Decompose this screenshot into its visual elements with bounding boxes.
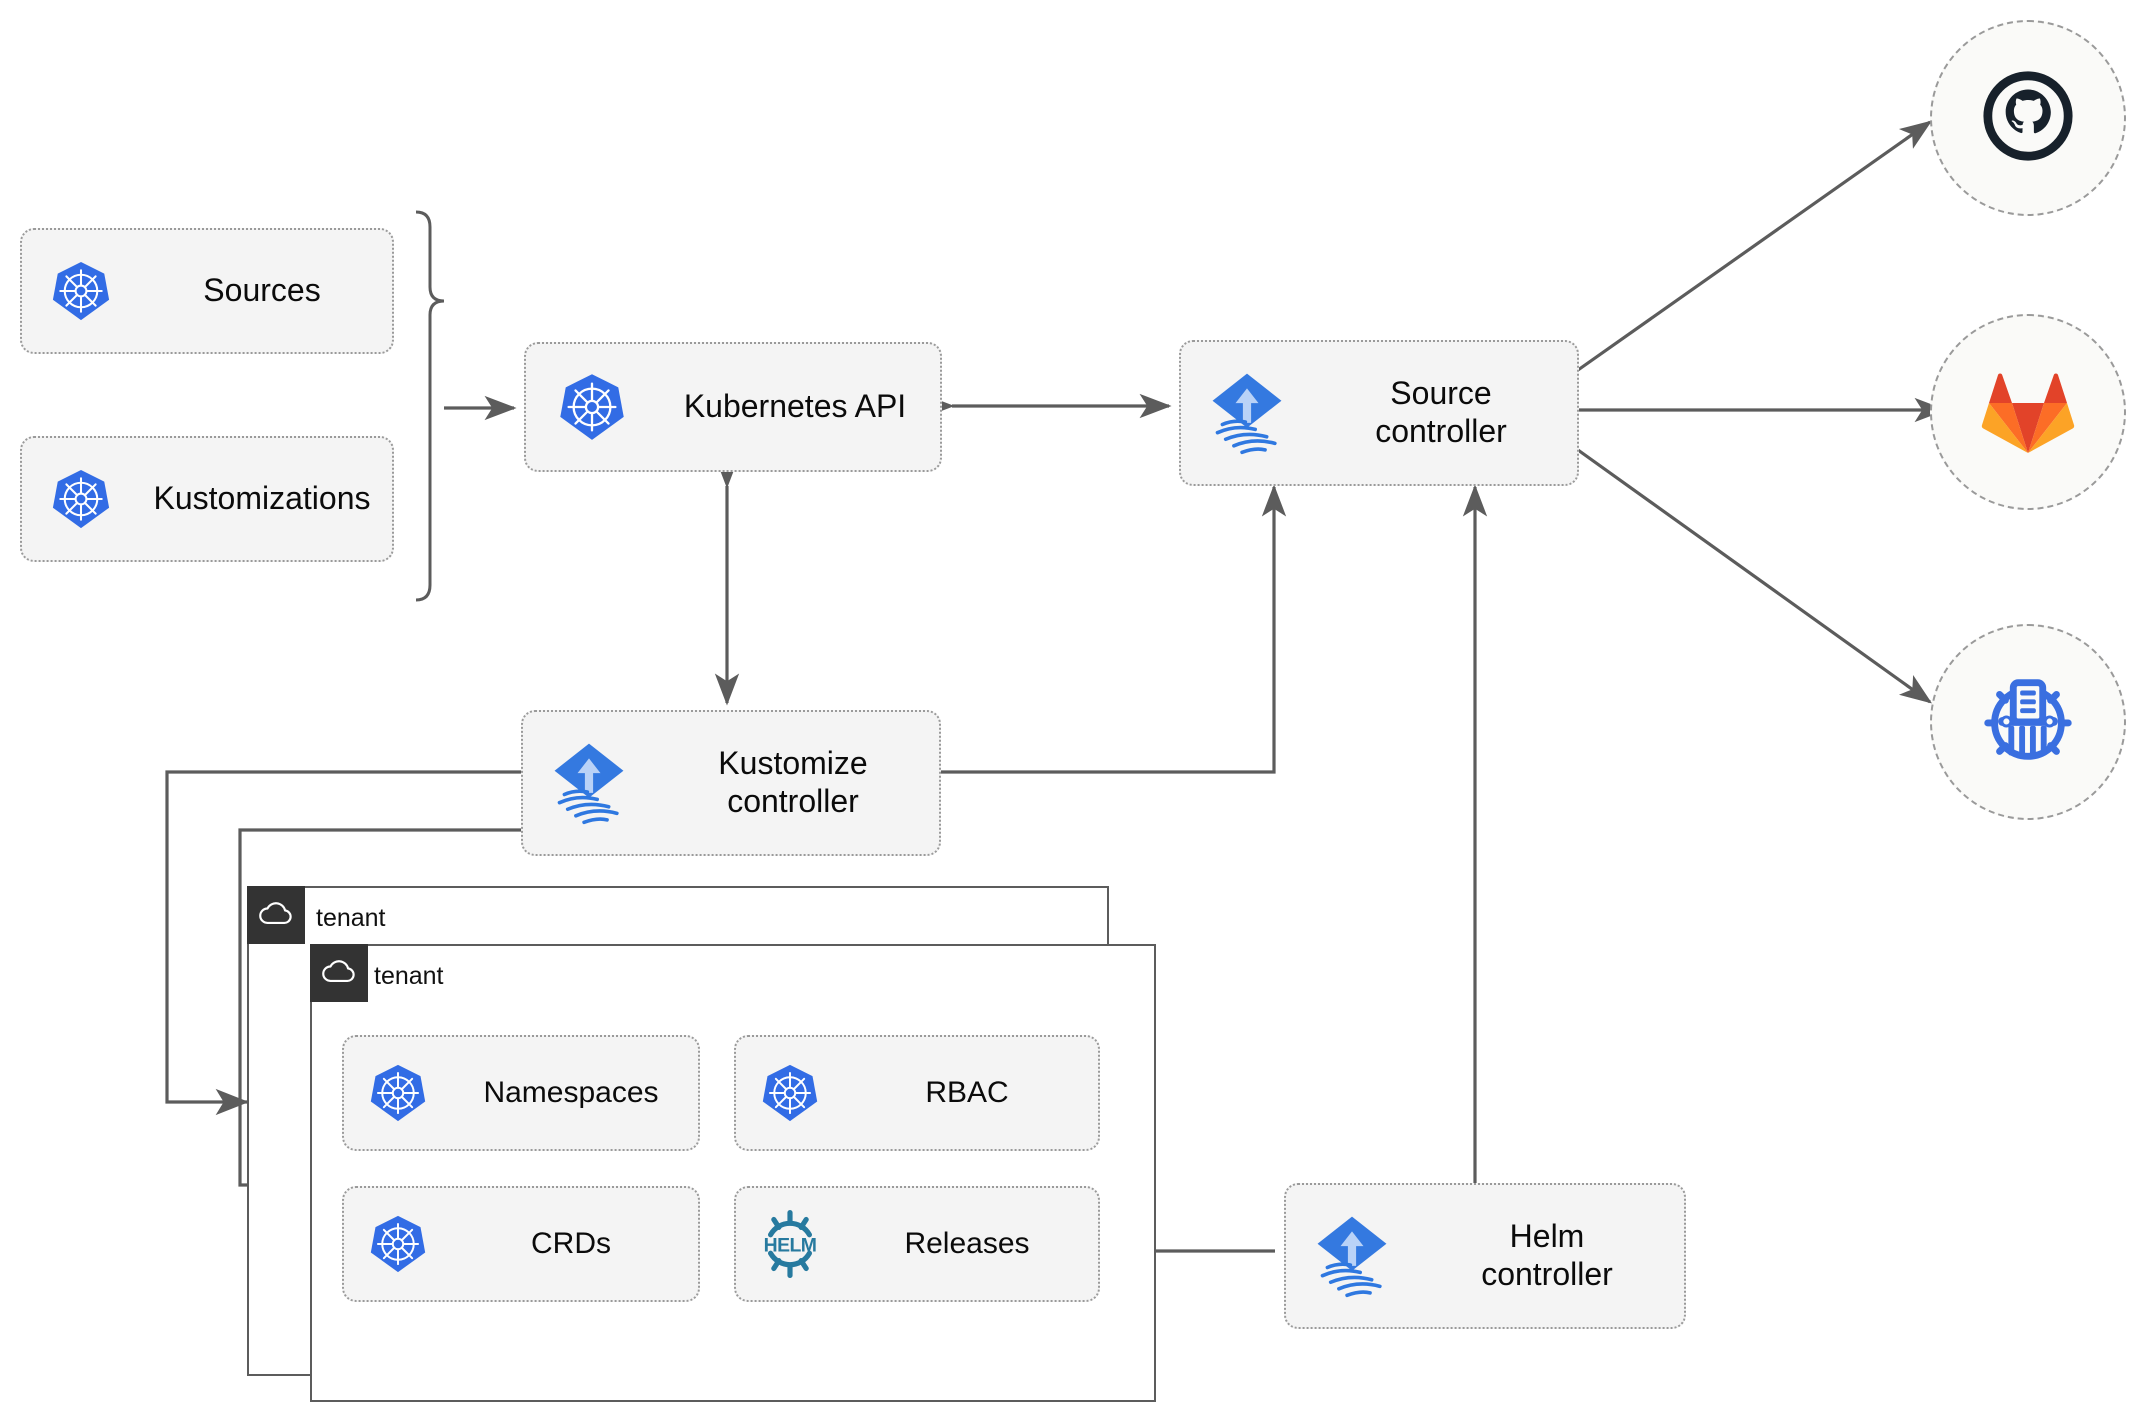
kubernetes-icon [22, 468, 140, 530]
kubernetes-icon [344, 1063, 452, 1123]
provider-gitlab[interactable] [1930, 314, 2126, 510]
node-kubernetes-api[interactable]: Kubernetes API [524, 342, 942, 472]
node-crds[interactable]: CRDs [342, 1186, 700, 1302]
tenant-back-header [247, 886, 305, 944]
tenant-container-front[interactable] [310, 944, 1156, 1402]
tenant-front-label: tenant [374, 962, 444, 990]
tenant-back-label: tenant [316, 904, 386, 932]
flux-icon [523, 740, 655, 826]
tenant-front-header [310, 944, 368, 1002]
kubernetes-icon [22, 260, 140, 322]
node-helm-controller[interactable]: Helm controller [1284, 1183, 1686, 1329]
node-releases[interactable]: HELM Releases [734, 1186, 1100, 1302]
node-label: Sources [203, 272, 321, 309]
node-label: Namespaces [483, 1076, 659, 1110]
cloud-icon [258, 900, 294, 931]
kubernetes-icon [344, 1214, 452, 1274]
node-label: CRDs [531, 1227, 611, 1261]
edge-kustomize-to-source-controller [932, 484, 1287, 774]
helm-icon: HELM [736, 1207, 844, 1281]
bucket-icon [1974, 666, 2082, 779]
gitlab-icon [1978, 363, 2078, 462]
node-label: Kustomizations [153, 480, 371, 517]
flux-icon [1181, 370, 1313, 456]
node-namespaces[interactable]: Namespaces [342, 1035, 700, 1151]
edge-source-to-github [1577, 120, 1933, 372]
svg-text:HELM: HELM [764, 1234, 817, 1256]
node-label: Releases [904, 1227, 1030, 1261]
node-label: Helm controller [1481, 1218, 1613, 1292]
kubernetes-icon [526, 372, 658, 442]
provider-github[interactable] [1930, 20, 2126, 216]
flux-icon [1286, 1213, 1418, 1299]
node-label: Source controller [1375, 375, 1507, 449]
kubernetes-icon [736, 1063, 844, 1123]
resource-group-bracket [415, 210, 445, 602]
github-icon [1980, 68, 2076, 169]
node-label: Kubernetes API [683, 388, 907, 425]
node-label: Kustomize controller [718, 745, 868, 819]
node-kustomize-controller[interactable]: Kustomize controller [521, 710, 941, 856]
node-kustomizations[interactable]: Kustomizations [20, 436, 394, 562]
node-source-controller[interactable]: Source controller [1179, 340, 1579, 486]
provider-bucket[interactable] [1930, 624, 2126, 820]
cloud-icon [321, 958, 357, 989]
node-label: RBAC [925, 1076, 1009, 1110]
edge-source-to-bucket [1577, 448, 1933, 704]
node-rbac[interactable]: RBAC [734, 1035, 1100, 1151]
node-sources[interactable]: Sources [20, 228, 394, 354]
